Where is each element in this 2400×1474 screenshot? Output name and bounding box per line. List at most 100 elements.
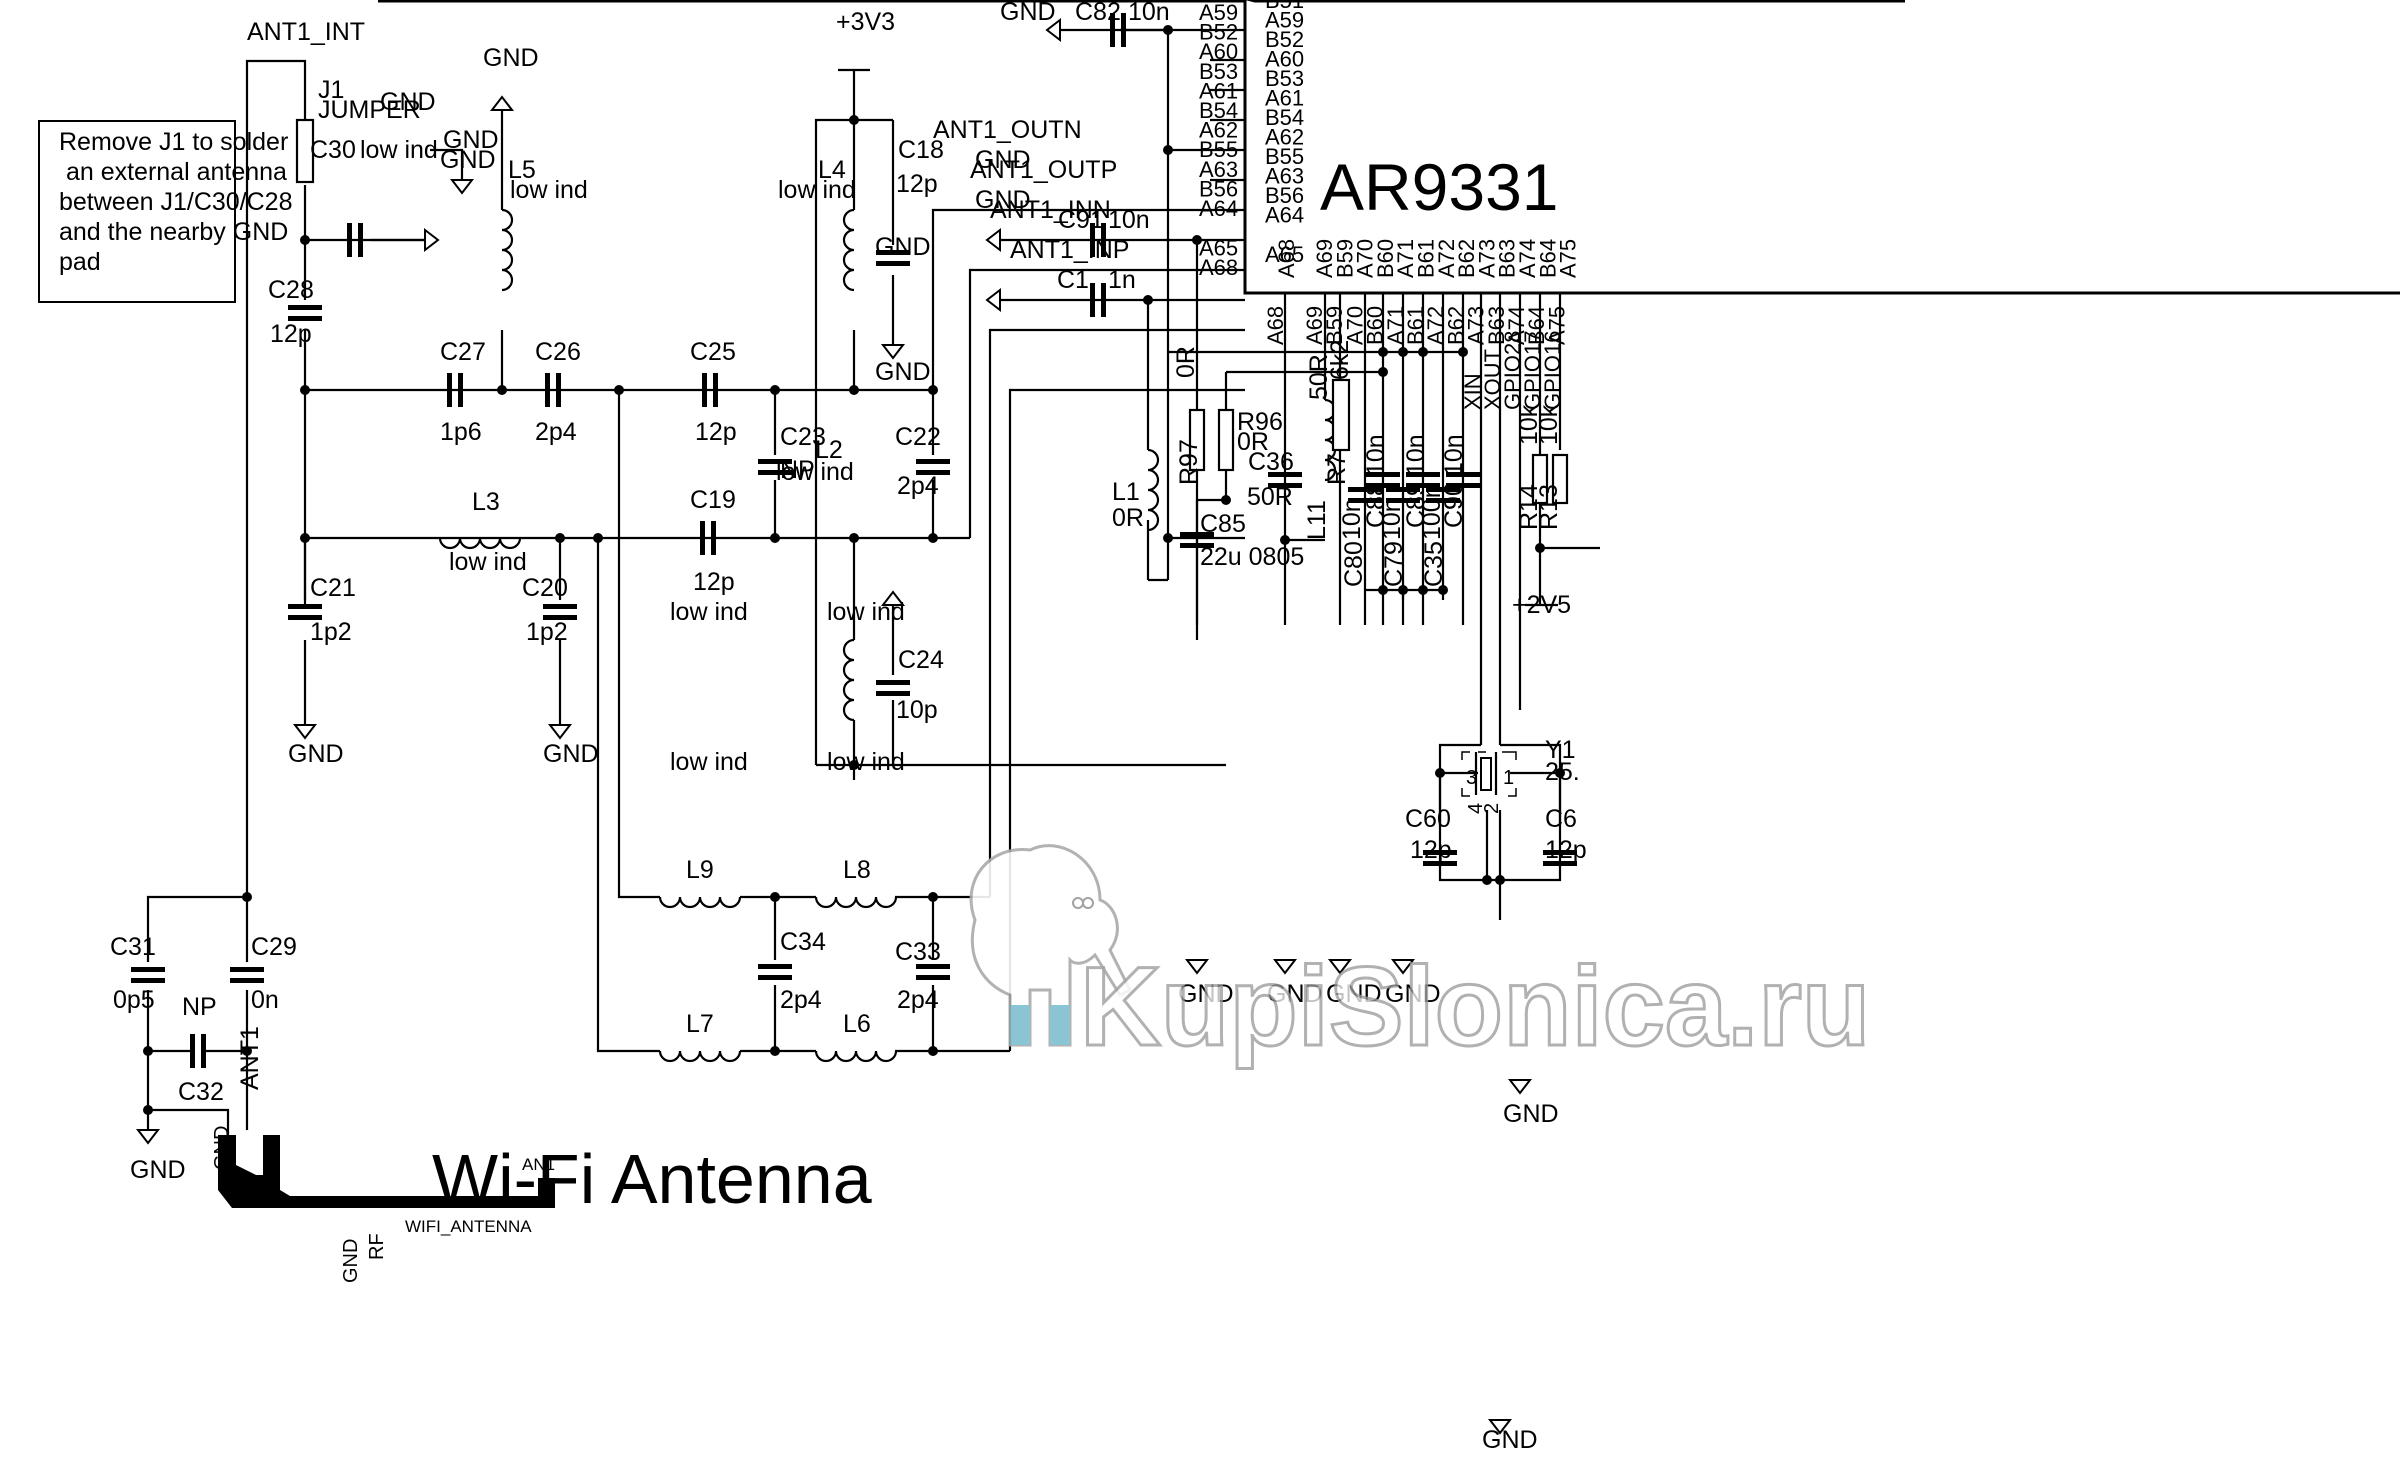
component-value-label: 12p xyxy=(1410,836,1452,864)
gnd-label: GND xyxy=(543,740,599,768)
chip-pin-label: B56 xyxy=(1265,183,1304,208)
junction-dot xyxy=(770,892,780,902)
inductor-l9: L9 low ind xyxy=(658,598,748,909)
component-value-label: 100n xyxy=(1418,484,1446,540)
component-value-label: 10n xyxy=(1362,434,1390,476)
chip-pin-label: A65 xyxy=(1265,242,1304,267)
component-value-label: 10k xyxy=(1515,404,1543,445)
chip-pin-label: A73 xyxy=(1464,306,1489,345)
chip-pin-label: A72 xyxy=(1434,239,1459,278)
junction-dot xyxy=(849,385,859,395)
chip-pin-label: B55 xyxy=(1265,144,1304,169)
junction-dot xyxy=(770,533,780,543)
component-ref-label: C33 xyxy=(895,938,941,966)
gnd-label: GND xyxy=(1267,980,1323,1008)
component-ref-label: L2 xyxy=(815,436,843,464)
component-ref-label: C21 xyxy=(310,574,356,602)
junction-dot xyxy=(143,1046,153,1056)
component-ref-label: C80 xyxy=(1340,541,1368,587)
junction-dot xyxy=(928,385,938,395)
component-value-label: low ind xyxy=(670,598,748,626)
chip-pin-label: B54 xyxy=(1265,105,1304,130)
junction-dot xyxy=(1221,495,1231,505)
junction-dot xyxy=(1163,533,1173,543)
net-label-ant1-outn: ANT1_OUTN xyxy=(933,116,1082,144)
component-value-label: 2p4 xyxy=(780,986,822,1014)
component-value-label: 12p xyxy=(695,418,737,446)
junction-dot xyxy=(614,385,624,395)
junction-dot xyxy=(242,1046,252,1056)
component-ref-label: L6 xyxy=(843,1010,871,1038)
component-ref-label: L4 xyxy=(818,156,846,184)
chip-pin-label: A71 xyxy=(1393,239,1418,278)
gnd-icon: GND xyxy=(875,358,931,606)
component-ref-label: C6 xyxy=(1545,805,1577,833)
wires xyxy=(146,28,1245,1135)
component-value-label: JUMPER xyxy=(318,96,421,124)
gnd-label: GND xyxy=(1503,1100,1559,1128)
note-line: Remove J1 to solder xyxy=(59,128,288,156)
component-value-label: 10n xyxy=(1338,498,1366,540)
gnd-icon: GND xyxy=(424,146,496,253)
component-value-label: low ind xyxy=(670,748,748,776)
junction-dot xyxy=(1418,347,1428,357)
schematic-title: Wi-Fi Antenna xyxy=(432,1140,872,1218)
gnd-label: GND xyxy=(440,146,496,174)
chip-pin-label: A62 xyxy=(1265,125,1304,150)
junction-dot xyxy=(1280,535,1290,545)
note-line: and the nearby GND xyxy=(59,218,288,246)
component-ref-label: C1 xyxy=(1057,266,1089,294)
junction-dot xyxy=(593,533,603,543)
chip-pin-label: A59 xyxy=(1265,8,1304,33)
gnd-icon: GND xyxy=(130,1129,186,1184)
junction-dot xyxy=(1143,295,1153,305)
chip-pin-label: B61 xyxy=(1414,239,1439,278)
component-value-label: low ind xyxy=(510,176,588,204)
junction-dot xyxy=(1378,347,1388,357)
component-ref-label: C20 xyxy=(522,574,568,602)
net-label-ant1-inp: ANT1_INP xyxy=(1010,236,1129,264)
component-value-label: 0R xyxy=(1237,428,1269,456)
junction-dot xyxy=(300,533,310,543)
chip-pin-label: B52 xyxy=(1199,20,1238,45)
gnd-icon: GND xyxy=(975,146,1031,253)
gnd-label: GND xyxy=(1326,980,1382,1008)
junction-dot xyxy=(1438,585,1448,595)
power-label-3v3: +3V3 xyxy=(836,8,895,36)
junction-dot xyxy=(1378,367,1388,377)
crystal-pin-2: 2 xyxy=(1481,803,1503,814)
chip-pin-label: B63 xyxy=(1484,306,1509,345)
gnd-icon: GND xyxy=(1482,1419,1538,1454)
component-ref-label: L9 xyxy=(686,856,714,884)
component-ref-label: C25 xyxy=(690,338,736,366)
crystal-y1-labels: Y125. xyxy=(1545,736,1580,786)
chip-pin-label: A64 xyxy=(1199,196,1238,221)
junction-dot xyxy=(143,1105,153,1115)
elephant-logo-icon xyxy=(969,844,1133,1047)
gnd-label: GND xyxy=(288,740,344,768)
junction-dot xyxy=(1482,875,1492,885)
gnd-icon: GND xyxy=(483,44,539,111)
component-ref-label: R97 xyxy=(1175,439,1203,485)
chip-pin-label: B53 xyxy=(1265,66,1304,91)
wifi-antenna: AN1 WIFI_ANTENNA GND GND RF xyxy=(211,1126,555,1283)
component-value-label: low ind xyxy=(776,458,854,486)
chip-pin-label: B59 xyxy=(1332,239,1357,278)
note-line: pad xyxy=(59,248,101,276)
crystal-pin-3: 3 xyxy=(1466,767,1477,789)
chip-pin-label: A68 xyxy=(1199,255,1238,280)
